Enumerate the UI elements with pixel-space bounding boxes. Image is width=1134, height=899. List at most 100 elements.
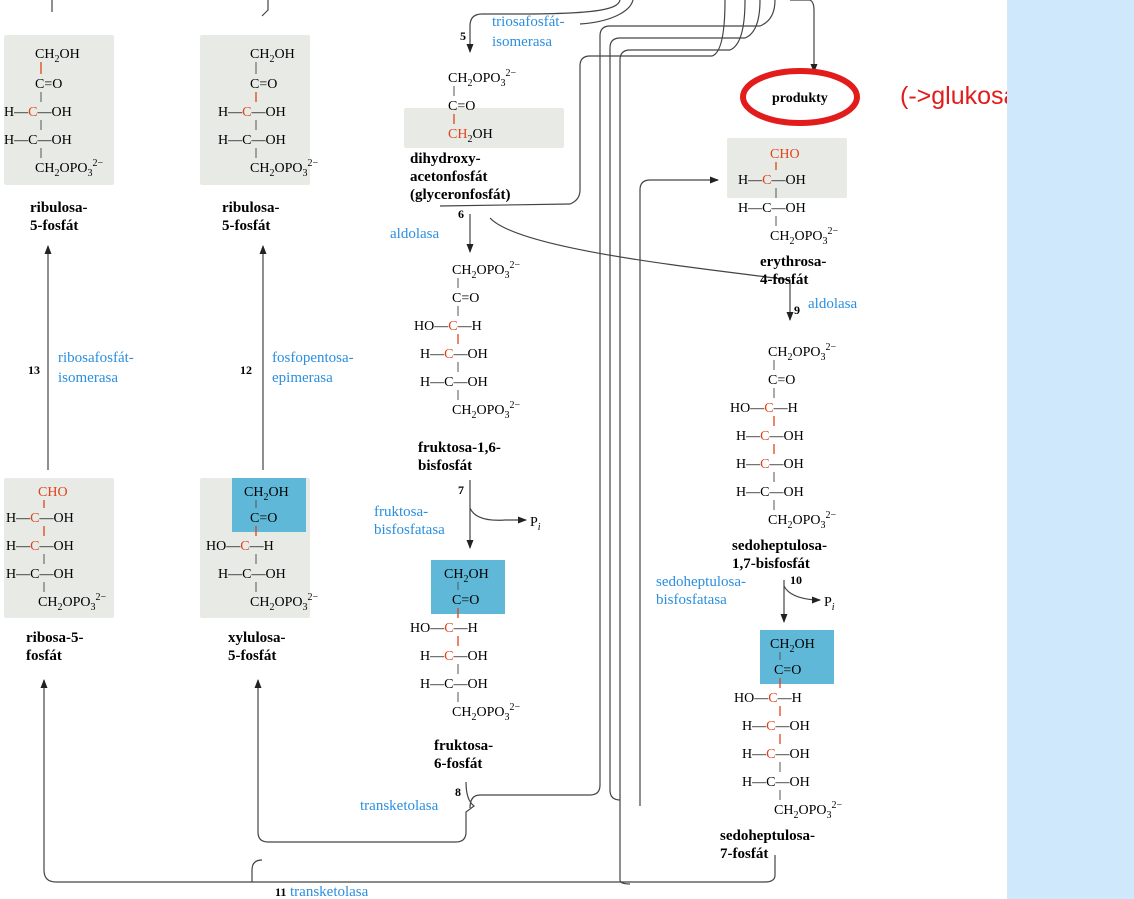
svg-text:H—C—OH: H—C—OH	[736, 457, 804, 472]
label-ribulosa-a-1: ribulosa-	[30, 200, 88, 216]
arrow-to-products	[790, 0, 818, 73]
molecule-ribosa: CHO H—C—OH H—C—OH H—C—OH CH2OPO32−	[6, 485, 106, 613]
svg-text:HO—C—H: HO—C—H	[410, 621, 478, 636]
enzyme-transketolasa-8: transketolasa	[360, 798, 439, 814]
svg-text:C=O: C=O	[774, 663, 801, 678]
enzyme-triosafosfat-isomerasa-1: triosafosfát-	[492, 14, 564, 30]
svg-text:CH2OPO32−: CH2OPO32−	[452, 260, 520, 281]
svg-text:C=O: C=O	[250, 511, 277, 526]
svg-text:CH2OPO32−: CH2OPO32−	[452, 702, 520, 723]
molecule-sbp: CH2OPO32− C=O HO—C—H H—C—OH H—C—OH H—C—O…	[730, 342, 836, 531]
shade-box	[404, 108, 564, 148]
feed-line	[619, 0, 746, 885]
step-number-11: 11	[275, 885, 286, 899]
highlight-box-xylulosa	[232, 478, 306, 532]
molecule-fbp: CH2OPO32− C=O HO—C—H H—C—OH H—C—OH CH2OP…	[414, 260, 520, 421]
label-ribulosa-b-1: ribulosa-	[222, 200, 280, 216]
svg-text:H—C—OH: H—C—OH	[742, 719, 810, 734]
highlight-box-f6p	[431, 560, 505, 614]
svg-text:CH2OPO32−: CH2OPO32−	[448, 68, 516, 89]
label-sbp-2: 1,7-bisfosfát	[732, 556, 810, 572]
shade-box	[727, 138, 847, 198]
shade-box	[200, 35, 310, 185]
svg-text:H—C—OH: H—C—OH	[6, 567, 74, 582]
svg-text:C=O: C=O	[250, 77, 277, 92]
feed-line	[579, 0, 634, 25]
step-number-6: 6	[458, 207, 464, 221]
svg-text:H—C—OH: H—C—OH	[736, 429, 804, 444]
svg-text:CH2OPO32−: CH2OPO32−	[768, 342, 836, 363]
svg-text:C=O: C=O	[452, 291, 479, 306]
phosphate-pi-10: Pi	[824, 595, 835, 613]
svg-text:H—C—OH: H—C—OH	[738, 201, 806, 216]
label-fbp-2: bisfosfát	[418, 458, 472, 474]
label-sbp-1: sedoheptulosa-	[732, 538, 827, 554]
svg-text:H—C—OH: H—C—OH	[736, 485, 804, 500]
label-xylulosa-2: 5-fosfát	[228, 648, 276, 664]
label-f6p-2: 6-fosfát	[434, 756, 482, 772]
label-f6p-1: fruktosa-	[434, 738, 493, 754]
enzyme-fosfopentosa-epimerasa-2: epimerasa	[272, 370, 333, 386]
svg-text:H—C—OH: H—C—OH	[420, 375, 488, 390]
feed-line	[261, 0, 269, 17]
label-s7p-1: sedoheptulosa-	[720, 828, 815, 844]
svg-text:CH2OH: CH2OH	[35, 47, 80, 65]
label-ribulosa-a-2: 5-fosfát	[30, 218, 78, 234]
enzyme-ribosafosfat-isomerasa-1: ribosafosfát-	[58, 350, 134, 366]
label-ribosa-2: fosfát	[26, 648, 62, 664]
shade-box	[4, 478, 114, 618]
transketolase-return-line	[469, 0, 776, 809]
step-number-12: 12	[240, 363, 252, 377]
label-dhap-3: (glyceronfosfát)	[410, 187, 511, 203]
svg-text:HO—C—H: HO—C—H	[734, 691, 802, 706]
svg-text:CH2OPO32−: CH2OPO32−	[452, 400, 520, 421]
svg-text:CH2OH: CH2OH	[770, 637, 815, 655]
arrow-pi-7	[469, 507, 527, 524]
svg-text:C=O: C=O	[35, 77, 62, 92]
molecule-xylulosa: CH2OH C=O HO—C—H H—C—OH CH2OPO32−	[206, 485, 318, 613]
svg-text:C=O: C=O	[452, 593, 479, 608]
svg-text:CH2OPO32−: CH2OPO32−	[774, 800, 842, 821]
shade-box	[4, 35, 114, 185]
step-number-13: 13	[28, 363, 40, 377]
svg-text:H—C—OH: H—C—OH	[420, 677, 488, 692]
svg-text:CHO: CHO	[770, 147, 800, 162]
svg-text:CHO: CHO	[38, 485, 68, 500]
svg-text:HO—C—H: HO—C—H	[414, 319, 482, 334]
svg-text:CH2OH: CH2OH	[448, 127, 493, 145]
enzyme-ribosafosfat-isomerasa-2: isomerasa	[58, 370, 118, 386]
products-label: produkty	[772, 91, 828, 106]
svg-text:CH2OPO32−: CH2OPO32−	[250, 158, 318, 179]
svg-text:C=O: C=O	[448, 99, 475, 114]
enzyme-aldolasa-6: aldolasa	[390, 226, 439, 242]
enzyme-sedoheptulosa-bisfosfatasa-2: bisfosfatasa	[656, 592, 727, 608]
step-number-5: 5	[460, 29, 466, 43]
molecule-erythrosa: CHO H—C—OH H—C—OH CH2OPO32−	[738, 147, 838, 247]
calvin-cycle-regeneration-diagram: CH2OH C=O H—C—OH H—C—OH CH2OPO32− ribulo…	[4, 0, 1007, 899]
label-s7p-2: 7-fosfát	[720, 846, 768, 862]
svg-text:HO—C—H: HO—C—H	[730, 401, 798, 416]
enzyme-sedoheptulosa-bisfosfatasa-1: sedoheptulosa-	[656, 574, 746, 590]
enzyme-triosafosfat-isomerasa-2: isomerasa	[492, 34, 552, 50]
label-erythrosa-1: erythrosa-	[760, 254, 826, 270]
feed-line	[251, 859, 263, 882]
feed-line	[439, 0, 726, 207]
svg-text:H—C—OH: H—C—OH	[738, 173, 806, 188]
label-ribosa-1: ribosa-5-	[26, 630, 84, 646]
svg-text:H—C—OH: H—C—OH	[420, 649, 488, 664]
step-number-7: 7	[458, 483, 464, 497]
products-highlight-oval	[740, 68, 860, 126]
svg-text:H—C—OH: H—C—OH	[4, 133, 72, 148]
step-number-8: 8	[455, 785, 461, 799]
svg-text:H—C—OH: H—C—OH	[742, 747, 810, 762]
svg-text:H—C—OH: H—C—OH	[742, 775, 810, 790]
svg-text:H—C—OH: H—C—OH	[420, 347, 488, 362]
arrow-to-erythrosa	[639, 176, 719, 806]
svg-text:H—C—OH: H—C—OH	[4, 105, 72, 120]
svg-text:CH2OPO32−: CH2OPO32−	[768, 510, 836, 531]
svg-text:CH2OH: CH2OH	[244, 485, 289, 503]
label-ribulosa-b-2: 5-fosfát	[222, 218, 270, 234]
label-xylulosa-1: xylulosa-	[228, 630, 286, 646]
highlight-box-s7p	[760, 630, 834, 684]
arrow-step8	[254, 679, 475, 843]
